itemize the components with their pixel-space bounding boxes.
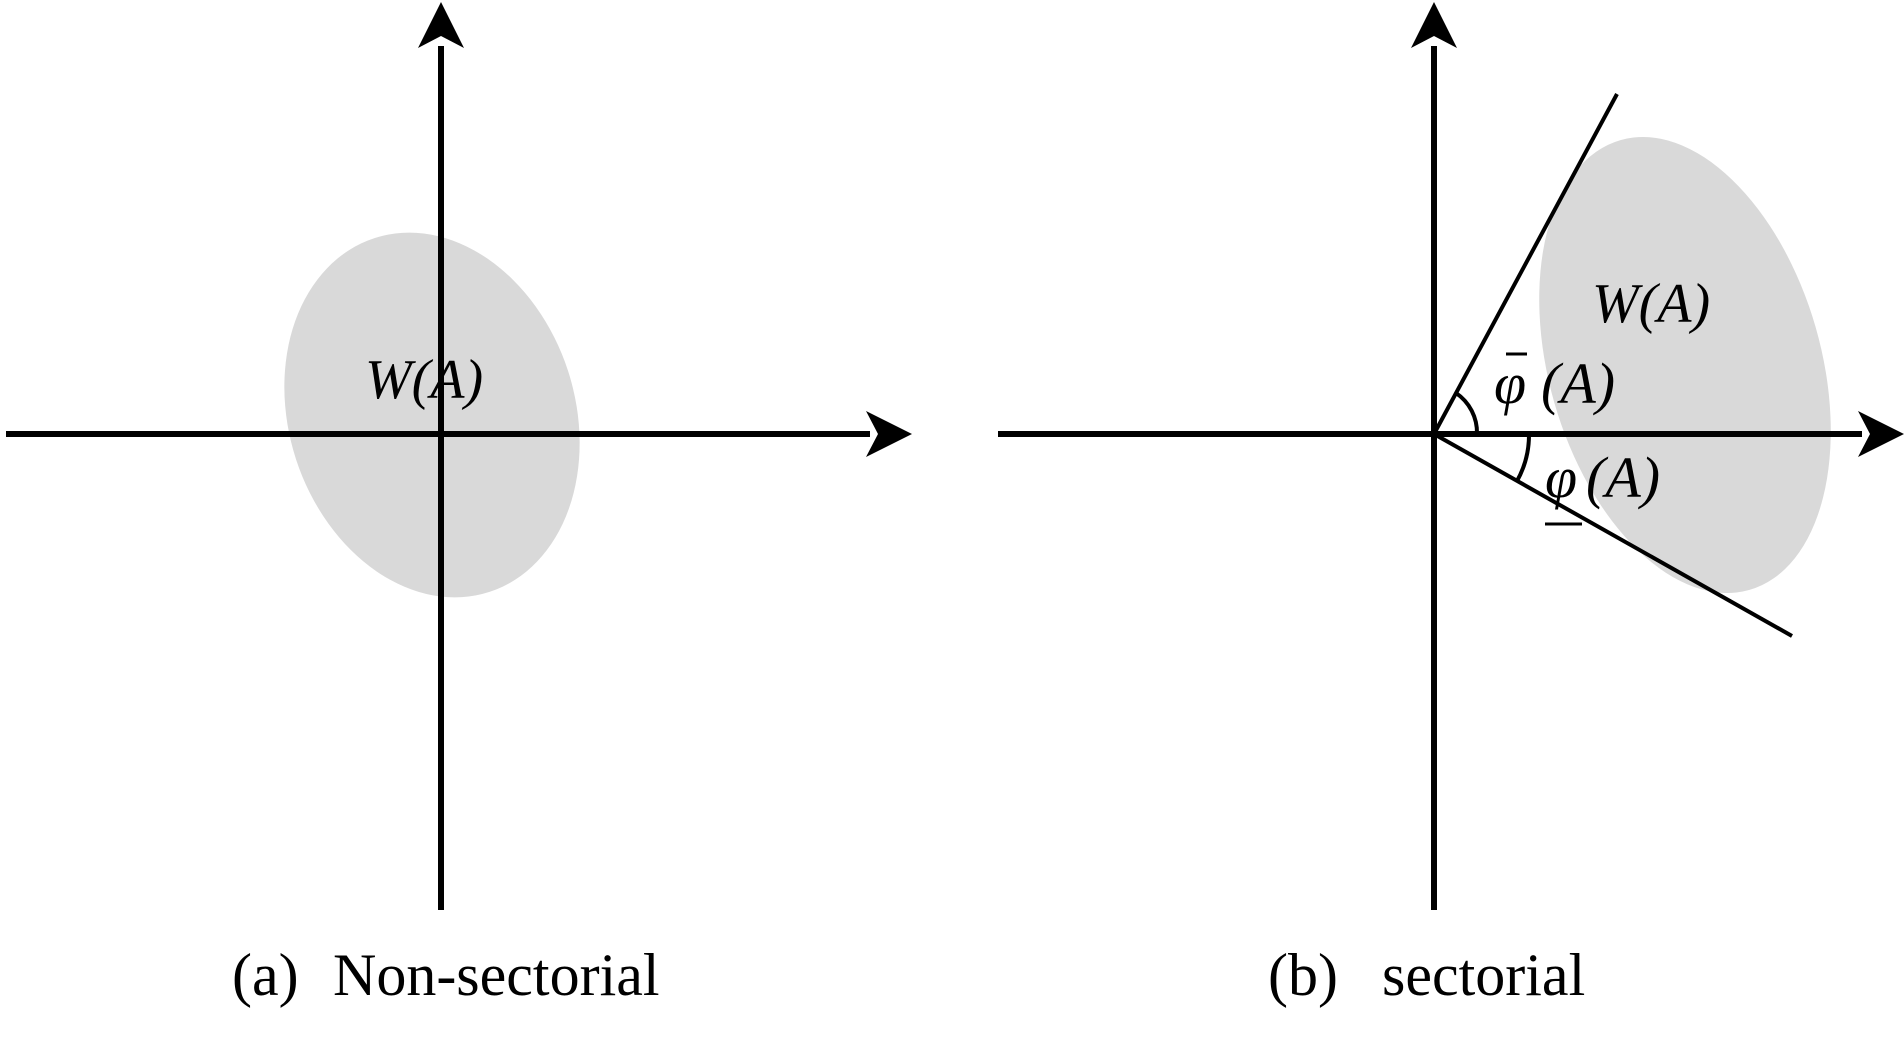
- y-axis-arrowhead-a: [418, 2, 464, 48]
- lower-angle-symbol: φ: [1545, 445, 1577, 510]
- caption-tag-a: (a): [232, 942, 299, 1008]
- x-axis-arrowhead-a: [866, 411, 912, 457]
- caption-b: (b) sectorial: [1268, 942, 1585, 1008]
- region-label-b: W(A): [1592, 273, 1710, 335]
- caption-tag-b: (b): [1268, 942, 1338, 1008]
- y-axis-arrowhead-b: [1411, 2, 1457, 48]
- lower-angle-arc: [1515, 433, 1532, 482]
- lower-sector-ray: [1433, 432, 1793, 638]
- numerical-range-region-a: [284, 232, 580, 598]
- lower-angle-argument: (A): [1586, 445, 1660, 510]
- panel-a: W(A) (a) Non-sectorial: [6, 2, 912, 1008]
- caption-a: (a) Non-sectorial: [232, 942, 660, 1008]
- upper-angle-symbol: φ: [1494, 351, 1526, 416]
- upper-angle-arc: [1454, 391, 1480, 435]
- panel-b: W(A) φ (A) φ (A) (b) sectorial: [998, 2, 1904, 1008]
- x-axis-arrowhead-b: [1858, 411, 1904, 457]
- upper-sector-ray: [1432, 93, 1619, 435]
- region-label-a: W(A): [365, 349, 483, 411]
- caption-text-b: sectorial: [1382, 942, 1585, 1008]
- caption-text-a: Non-sectorial: [333, 942, 660, 1008]
- upper-angle-argument: (A): [1541, 351, 1615, 416]
- numerical-range-region-b: [1539, 136, 1831, 594]
